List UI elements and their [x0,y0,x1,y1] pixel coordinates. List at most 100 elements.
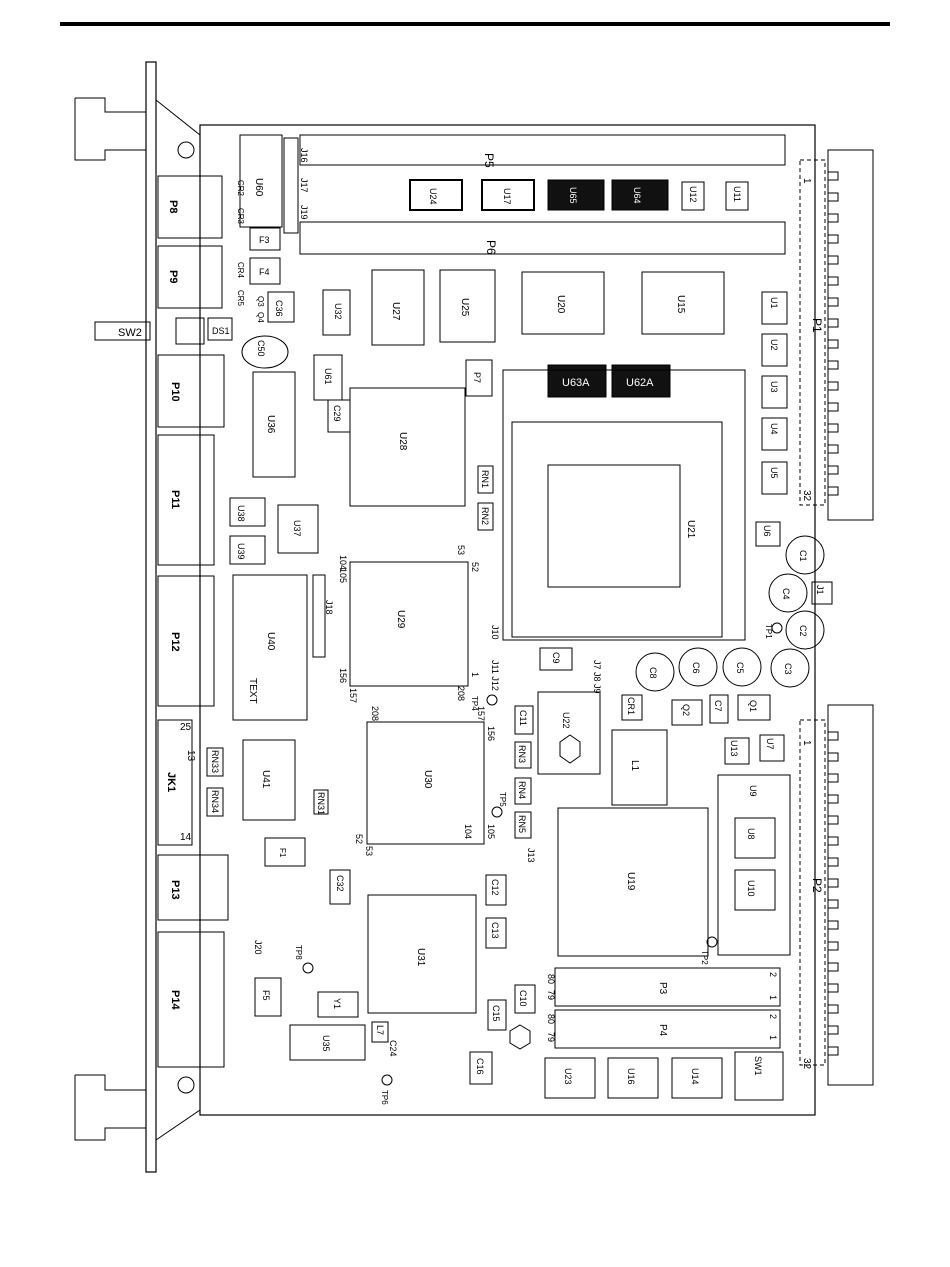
svg-text:104: 104 [338,555,348,570]
svg-text:U16: U16 [626,1068,636,1085]
svg-text:U41: U41 [260,770,271,789]
svg-text:U19: U19 [625,872,636,891]
connector-pin [827,878,839,888]
svg-text:U15: U15 [675,295,686,314]
svg-text:U38: U38 [236,505,246,522]
u32-chip: U32 [322,289,351,336]
svg-text:U24: U24 [428,188,438,205]
f3-fuse: F3 [249,227,281,251]
cr5-label: CR5 [236,290,245,307]
svg-text:F1: F1 [278,848,287,858]
u7-chip: U7 [759,734,785,762]
jumper-block: J16 J17 J19 [283,137,309,234]
connector-pin [827,381,839,391]
svg-text:RN2: RN2 [480,507,490,525]
svg-text:RN1: RN1 [480,470,490,488]
u60-chip: U60 [239,134,283,228]
p8-connector: P8 [157,175,223,239]
svg-text:52: 52 [470,562,480,572]
u30-chip: U30 208 157 156 105 104 53 52 [354,706,496,856]
connector-pin [827,941,839,951]
front-panel [145,61,157,1173]
cr1-diode: CR1 [621,694,643,721]
c50-capacitor: C50 [241,335,289,369]
svg-text:104: 104 [463,824,473,839]
svg-text:32: 32 [801,490,812,502]
c9-capacitor: C9 [539,647,573,671]
svg-text:RN31: RN31 [316,792,326,815]
svg-text:U4: U4 [769,423,779,435]
u5-chip: U5 [761,461,788,495]
svg-text:C50: C50 [256,340,266,357]
svg-text:U13: U13 [729,740,739,757]
connector-pin [827,318,839,328]
rn2-network: RN2 [477,502,494,531]
svg-text:U8: U8 [746,828,756,840]
u3-chip: U3 [761,375,788,409]
u36-chip: U36 [252,371,296,478]
svg-text:C12: C12 [490,879,500,896]
svg-text:P14: P14 [169,990,181,1010]
svg-text:J1: J1 [815,585,825,595]
svg-text:F5: F5 [261,990,271,1001]
j20-label: J20 [253,940,263,955]
svg-text:79: 79 [546,990,556,1000]
svg-text:SW1: SW1 [753,1056,763,1076]
connector-pin [827,836,839,846]
svg-text:U20: U20 [555,295,566,314]
svg-text:U65: U65 [568,187,578,204]
connector-pin [827,1004,839,1014]
c2-capacitor: C2 [785,610,825,650]
j13-label: J13 [526,848,536,863]
l1-inductor: L1 [611,729,668,806]
connector-pin [827,297,839,307]
c13-capacitor: C13 [485,917,507,949]
connector-pin [827,402,839,412]
svg-text:32: 32 [801,1058,812,1070]
u19-chip: U19 [557,807,709,957]
connector-pin [827,752,839,762]
svg-text:L7: L7 [375,1025,385,1035]
j7-j8-j9-label: J7 J8 J9 [592,660,602,694]
svg-text:P3: P3 [657,982,668,995]
p2-connector: P2 1 32 [799,704,874,1086]
u35-chip: U35 [289,1024,366,1061]
q4-label: Q4 [256,312,265,323]
svg-text:2: 2 [768,1014,778,1019]
connector-pin [827,465,839,475]
svg-text:CR1: CR1 [626,697,636,715]
svg-text:C3: C3 [783,663,793,675]
connector-pin [827,276,839,286]
f5-fuse: F5 [254,977,282,1017]
svg-text:P5: P5 [482,153,496,168]
svg-text:J17: J17 [299,178,309,193]
y1-crystal: Y1 [317,991,359,1018]
svg-text:C29: C29 [332,405,342,422]
svg-text:C1: C1 [798,550,808,562]
svg-text:C2: C2 [798,625,808,637]
svg-text:U25: U25 [459,298,470,317]
svg-text:U5: U5 [769,467,779,479]
u12-chip: U12 [681,181,705,211]
svg-text:105: 105 [486,824,496,839]
u23-chip: U23 [544,1057,596,1099]
c16-capacitor: C16 [469,1051,493,1085]
rn34-network: RN34 [206,787,224,817]
c7-capacitor: C7 [709,694,729,724]
svg-text:TP5: TP5 [498,792,507,807]
svg-text:C8: C8 [648,667,658,679]
svg-text:C15: C15 [491,1005,501,1022]
connector-pin [827,192,839,202]
rn31-network: RN31 [313,789,329,815]
connector-pin [827,983,839,993]
svg-text:U1: U1 [769,297,779,309]
svg-text:53: 53 [364,846,374,856]
svg-text:1: 1 [801,178,812,184]
svg-text:156: 156 [338,668,348,683]
c24-label: C24 [388,1040,398,1057]
c3-capacitor: C3 [770,648,810,688]
standoff-hex [509,1024,531,1050]
svg-text:TEXT: TEXT [247,678,258,704]
svg-text:TP6: TP6 [380,1090,389,1105]
svg-text:157: 157 [348,688,358,703]
